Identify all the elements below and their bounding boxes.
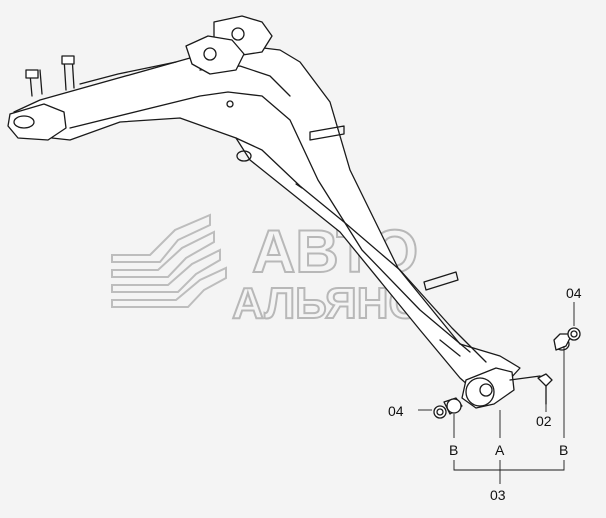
callout-03: 03 — [490, 487, 506, 503]
callout-a: A — [495, 442, 505, 458]
callout-02: 02 — [536, 413, 552, 429]
watermark-logo — [111, 213, 227, 308]
boom-foot-boss — [461, 367, 541, 409]
boom-arm — [7, 15, 521, 395]
grease-fitting — [537, 373, 553, 405]
bushing-upper-right — [553, 327, 581, 351]
callout-b-left: B — [449, 442, 458, 458]
callout-b-right: B — [559, 442, 568, 458]
bushing-lower-left — [433, 397, 463, 419]
callout-04-upper: 04 — [566, 285, 582, 301]
leader-lines — [418, 302, 575, 484]
callout-04-lower: 04 — [388, 403, 404, 419]
